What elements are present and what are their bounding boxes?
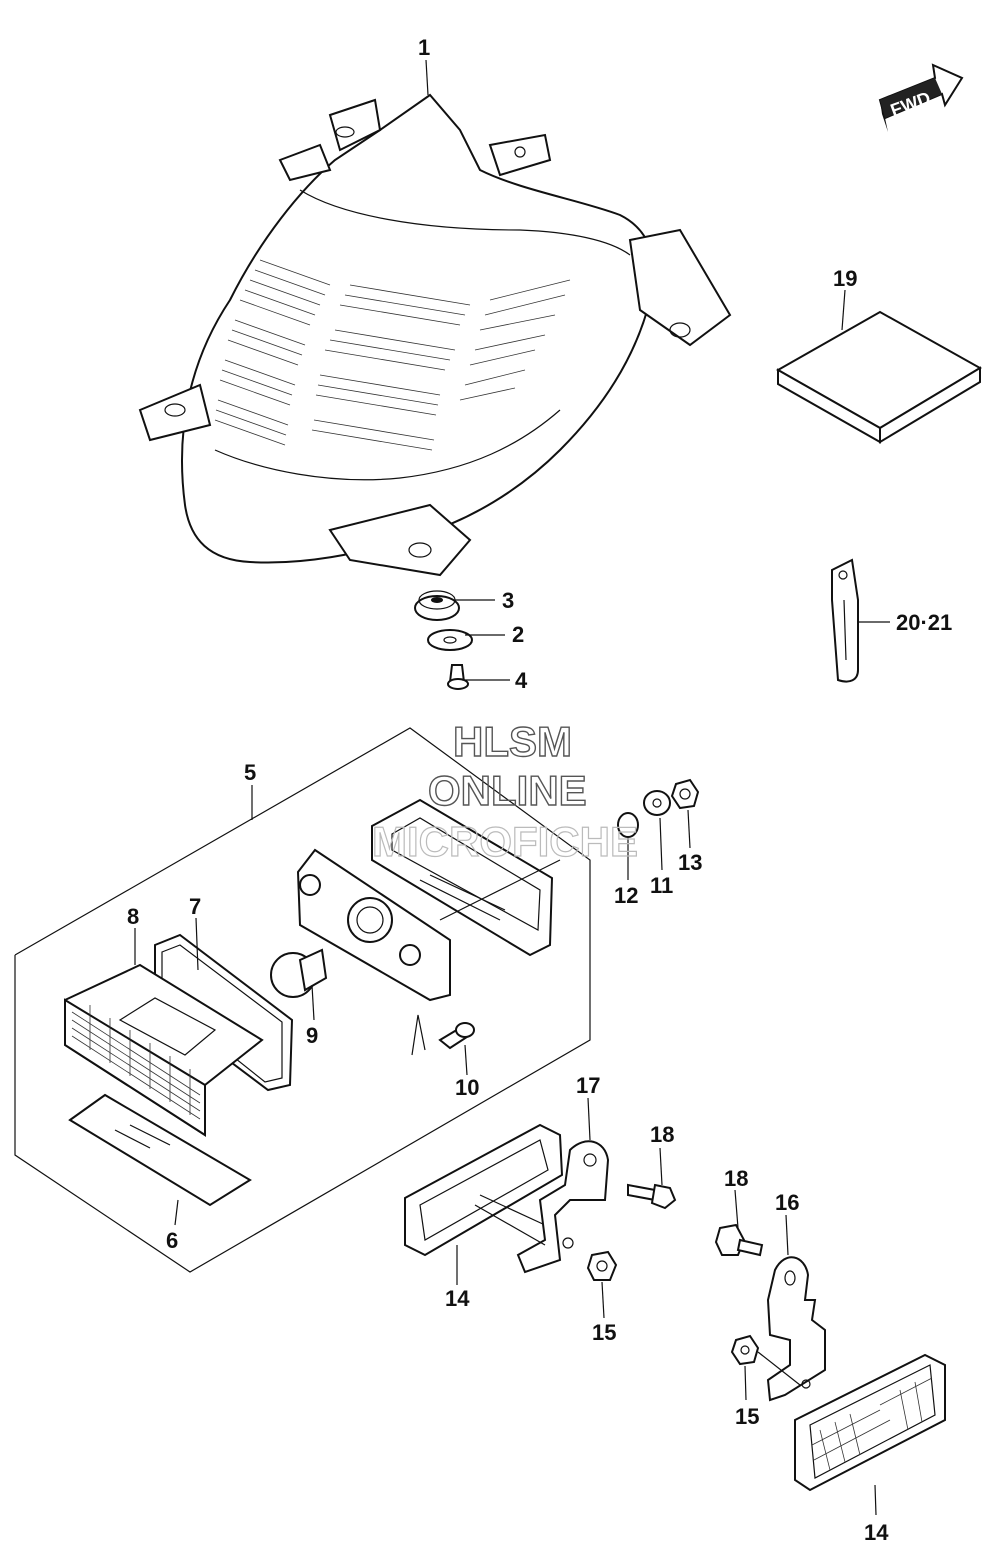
- callout-17: 17: [576, 1073, 600, 1098]
- fwd-label: FWD: [888, 88, 933, 121]
- lens-part: [64, 963, 264, 1137]
- bolt-part-18b: [714, 1223, 764, 1257]
- nut-part-15a: [586, 1250, 618, 1281]
- callout-11: 11: [650, 873, 673, 898]
- callout-1: 1: [418, 35, 430, 60]
- callout-19: 19: [833, 266, 857, 291]
- reflector-part-left: [404, 1123, 564, 1257]
- callout-14a: 14: [445, 1286, 470, 1311]
- washer-part: [427, 629, 473, 651]
- collar-part: [617, 812, 639, 838]
- reflector-part-right: [794, 1353, 946, 1492]
- callout-labels: 1 3 2 4 19 20·21 5 8 7 9 10 6 12 11 13 1…: [127, 35, 952, 1545]
- bracket-part-16: [766, 1256, 826, 1402]
- callout-13: 13: [678, 850, 702, 875]
- watermark-line2: ONLINE: [428, 767, 587, 814]
- lamp-base-part: [296, 798, 561, 1002]
- adhesive-pad-part: [775, 310, 982, 444]
- callout-18b: 18: [724, 1166, 748, 1191]
- callout-15b: 15: [735, 1404, 759, 1429]
- watermark-line1: HLSM: [453, 718, 572, 765]
- grommet-part: [414, 590, 460, 621]
- callout-6: 6: [166, 1228, 178, 1253]
- callout-5: 5: [244, 760, 256, 785]
- callout-3: 3: [502, 588, 514, 613]
- bolt-part-18a: [627, 1183, 677, 1210]
- callout-7: 7: [189, 894, 201, 919]
- nut-part-15b: [730, 1334, 760, 1366]
- watermark: HLSM ONLINE MICROFICHE: [371, 717, 638, 865]
- strap-part: [831, 558, 859, 683]
- bracket-part-17: [516, 1140, 610, 1274]
- washer-part-11: [643, 790, 671, 816]
- callout-14b: 14: [864, 1520, 889, 1545]
- fwd-arrow-icon: FWD: [878, 63, 964, 132]
- lens-hatching: [214, 259, 571, 451]
- callout-8: 8: [127, 904, 139, 929]
- callout-20-21: 20·21: [896, 610, 952, 635]
- lamp-screw-part: [438, 1022, 475, 1050]
- callout-9: 9: [306, 1023, 318, 1048]
- callout-2: 2: [512, 622, 524, 647]
- screw-part: [447, 664, 469, 690]
- lens-cover-plate-part: [68, 1093, 252, 1207]
- callout-16: 16: [775, 1190, 799, 1215]
- tail-light-housing: [138, 93, 732, 577]
- license-lamp-assembly-box: [14, 727, 591, 1273]
- nut-part-13: [670, 778, 700, 810]
- callout-18a: 18: [650, 1122, 674, 1147]
- callout-4: 4: [515, 668, 528, 693]
- leader-lines: [134, 59, 890, 1516]
- callout-10: 10: [455, 1075, 479, 1100]
- bulb-part: [270, 948, 328, 998]
- callout-12: 12: [614, 883, 638, 908]
- callout-15a: 15: [592, 1320, 616, 1345]
- watermark-line3: MICROFICHE: [372, 818, 638, 865]
